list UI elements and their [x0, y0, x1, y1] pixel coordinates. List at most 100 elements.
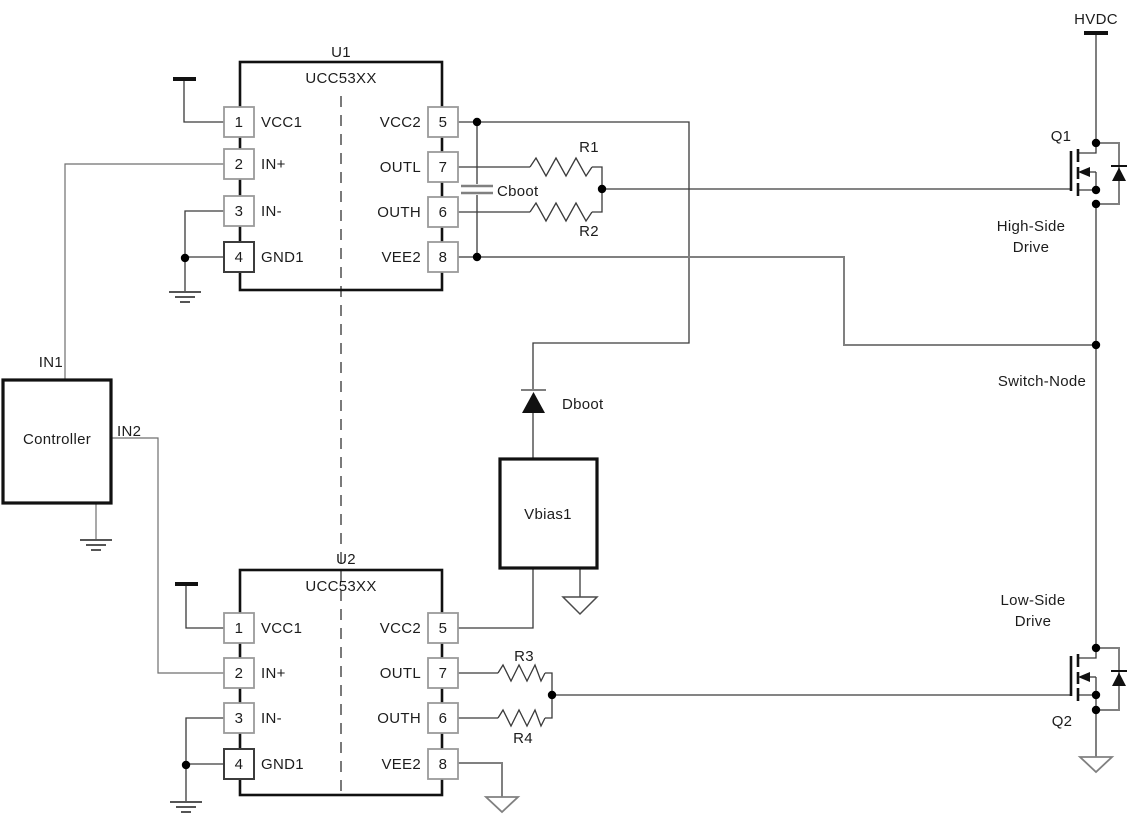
u1-pin-8-number: 8 [439, 249, 448, 266]
wire-u2-vcc1 [185, 586, 224, 629]
u2-pin-6: 6 OUTH [377, 702, 459, 734]
u2-pin-1-name: VCC1 [261, 620, 302, 637]
u2-part-number: UCC53XX [305, 578, 376, 595]
vbias1-block: Vbias1 [498, 457, 599, 570]
controller-block: Controller IN1 IN2 [1, 354, 141, 505]
u2-pin-8: 8 VEE2 [381, 748, 459, 780]
u1-pin-8: 8 VEE2 [381, 241, 459, 273]
r2-zigzag [529, 201, 593, 223]
wire-in2 [112, 437, 224, 674]
diode-dboot: Dboot [521, 389, 604, 413]
u1-pin-6-number: 6 [439, 204, 448, 221]
resistor-r2: R2 [529, 201, 599, 240]
u1-pin-6: 6 OUTH [377, 196, 459, 228]
dboot-label: Dboot [562, 396, 604, 413]
r4-label: R4 [513, 730, 533, 747]
u1-pin-2-name: IN+ [261, 156, 286, 173]
u2-pin-4-number: 4 [235, 756, 244, 773]
u2-pin-2-name: IN+ [261, 665, 286, 682]
u2-pin-5: 5 VCC2 [380, 612, 459, 644]
wire-u1-vcc1 [183, 81, 224, 123]
wire-u1-vee2-switchnode [458, 256, 1094, 346]
u2-pin-1-number: 1 [235, 620, 244, 637]
low-side-label-line1: Low-Side [1001, 592, 1066, 609]
mosfet-q2: Q2 [1052, 647, 1127, 730]
u2-pin-7-name: OUTL [380, 665, 421, 682]
u1-pin-5-number: 5 [439, 114, 448, 131]
q1-label: Q1 [1051, 128, 1072, 145]
r4-zigzag [497, 708, 546, 728]
q1-body-arrow [1078, 167, 1090, 177]
u2-pin-3-number: 3 [235, 710, 244, 727]
resistor-r4: R4 [497, 708, 546, 747]
vbias1-label: Vbias1 [524, 506, 572, 523]
wire-u2-in-minus [185, 717, 224, 802]
wire-r3-out [545, 672, 553, 695]
u1-pin-7: 7 OUTL [380, 151, 459, 183]
wire-u1-vcc2-dboot [458, 121, 690, 389]
u1-pin-2-number: 2 [235, 156, 244, 173]
u1-pin-8-name: VEE2 [381, 249, 421, 266]
u2-pin-5-number: 5 [439, 620, 448, 637]
hvdc-label: HVDC [1074, 11, 1118, 28]
junction-dots [180, 117, 1101, 770]
r2-label: R2 [579, 223, 599, 240]
u1-designator: U1 [331, 44, 351, 61]
cboot-label: Cboot [497, 183, 539, 200]
u1-pin-3-name: IN- [261, 203, 282, 220]
earth-ground-u1 [169, 291, 201, 303]
resistor-r1: R1 [529, 139, 599, 178]
ic-u1: U1 UCC53XX 1 VCC1 2 IN+ 3 IN- 4 GND1 5 V… [223, 44, 459, 292]
u1-part-number: UCC53XX [305, 70, 376, 87]
earth-ground-controller [80, 539, 112, 551]
u2-pin-2: 2 IN+ [223, 657, 286, 689]
u1-pin-1: 1 VCC1 [223, 106, 302, 138]
u1-pin-4: 4 GND1 [223, 241, 304, 273]
u1-pin-7-name: OUTL [380, 159, 421, 176]
u1-pin-7-number: 7 [439, 159, 448, 176]
wire-in1 [64, 163, 224, 380]
triangle-ground-u2-vee2 [483, 796, 521, 814]
triangle-ground-q2-source [1077, 756, 1115, 774]
q1-body-diode-loop [1096, 142, 1120, 205]
wire-r2-out [592, 189, 603, 213]
mosfet-q1: Q1 [1051, 128, 1127, 205]
u1-pin-4-name: GND1 [261, 249, 304, 266]
r3-label: R3 [514, 648, 534, 665]
u2-pin-2-number: 2 [235, 665, 244, 682]
high-side-label-line1: High-Side [997, 218, 1066, 235]
u1-pin-3-number: 3 [235, 203, 244, 220]
high-side-label-line2: Drive [1013, 239, 1050, 256]
dboot-triangle [522, 392, 545, 413]
q1-body-diode-triangle [1112, 167, 1126, 181]
resistor-r3: R3 [497, 648, 546, 683]
wire-u1-in-minus [184, 210, 224, 292]
switch-node-label: Switch-Node [998, 373, 1086, 390]
controller-body [1, 378, 113, 505]
u2-pin-5-name: VCC2 [380, 620, 421, 637]
u1-pin-3: 3 IN- [223, 195, 282, 227]
u2-pin-3-name: IN- [261, 710, 282, 727]
q2-label: Q2 [1052, 713, 1073, 730]
u1-pin-2: 2 IN+ [223, 148, 286, 180]
wire-u2-vee2 [458, 762, 503, 797]
u1-pin-1-name: VCC1 [261, 114, 302, 131]
u2-pin-8-name: VEE2 [381, 756, 421, 773]
u2-pin-8-number: 8 [439, 756, 448, 773]
r1-zigzag [529, 156, 593, 178]
low-side-label-line2: Drive [1015, 613, 1052, 630]
u1-pin-1-number: 1 [235, 114, 244, 131]
u2-pin-4-name: GND1 [261, 756, 304, 773]
u1-pin-4-number: 4 [235, 249, 244, 266]
q2-body-diode-loop [1096, 647, 1120, 711]
u2-pin-1: 1 VCC1 [223, 612, 302, 644]
earth-ground-u2 [170, 801, 202, 813]
r3-zigzag [497, 663, 546, 683]
triangle-ground-vbias1 [561, 596, 599, 616]
u2-designator: U2 [336, 551, 356, 568]
q2-body-arrow [1078, 672, 1090, 682]
controller-in2-label: IN2 [117, 423, 141, 440]
u2-pin-3: 3 IN- [223, 702, 282, 734]
ic-u2: U2 UCC53XX 1 VCC1 2 IN+ 3 IN- 4 GND1 5 V… [223, 551, 459, 797]
